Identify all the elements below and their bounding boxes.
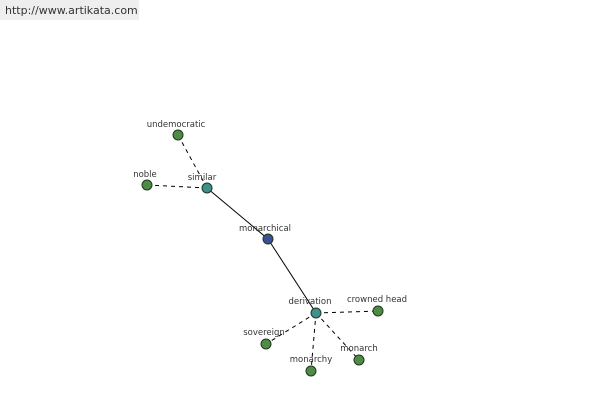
node-crowned-head[interactable] [372, 305, 384, 317]
node-derivation[interactable] [310, 307, 322, 319]
graph-nodes [141, 129, 384, 377]
edge-derivation-monarchy [310, 312, 317, 372]
graph-labels: monarchical similar derivation undemocratic… [133, 120, 407, 365]
graph-edges [146, 134, 379, 372]
node-similar[interactable] [201, 182, 213, 194]
node-label-crowned-head[interactable]: crowned head [347, 295, 407, 305]
site-url-link[interactable]: http://www.artikata.com [5, 4, 138, 17]
node-label-similar[interactable]: similar [188, 173, 217, 183]
node-monarchy[interactable] [305, 365, 317, 377]
edge-similar-undemocratic [177, 134, 208, 189]
node-monarchical[interactable] [262, 233, 274, 245]
edge-derivation-crowned_head [315, 310, 379, 314]
node-label-monarch[interactable]: monarch [340, 344, 377, 354]
edge-derivation-sovereign [265, 312, 317, 345]
site-url-bar: http://www.artikata.com [0, 0, 139, 20]
node-label-undemocratic[interactable]: undemocratic [147, 120, 206, 130]
edge-monarchical-similar [206, 187, 269, 240]
node-label-derivation[interactable]: derivation [288, 297, 331, 307]
node-label-sovereign[interactable]: sovereign [243, 328, 285, 338]
edge-similar-noble [146, 184, 208, 189]
node-label-monarchical[interactable]: monarchical [239, 224, 291, 234]
edge-derivation-monarch [315, 312, 360, 361]
node-monarch[interactable] [353, 354, 365, 366]
node-undemocratic[interactable] [172, 129, 184, 141]
node-label-noble[interactable]: noble [133, 170, 157, 180]
node-noble[interactable] [141, 179, 153, 191]
node-sovereign[interactable] [260, 338, 272, 350]
edge-monarchical-derivation [267, 238, 317, 314]
node-label-monarchy[interactable]: monarchy [290, 355, 332, 365]
